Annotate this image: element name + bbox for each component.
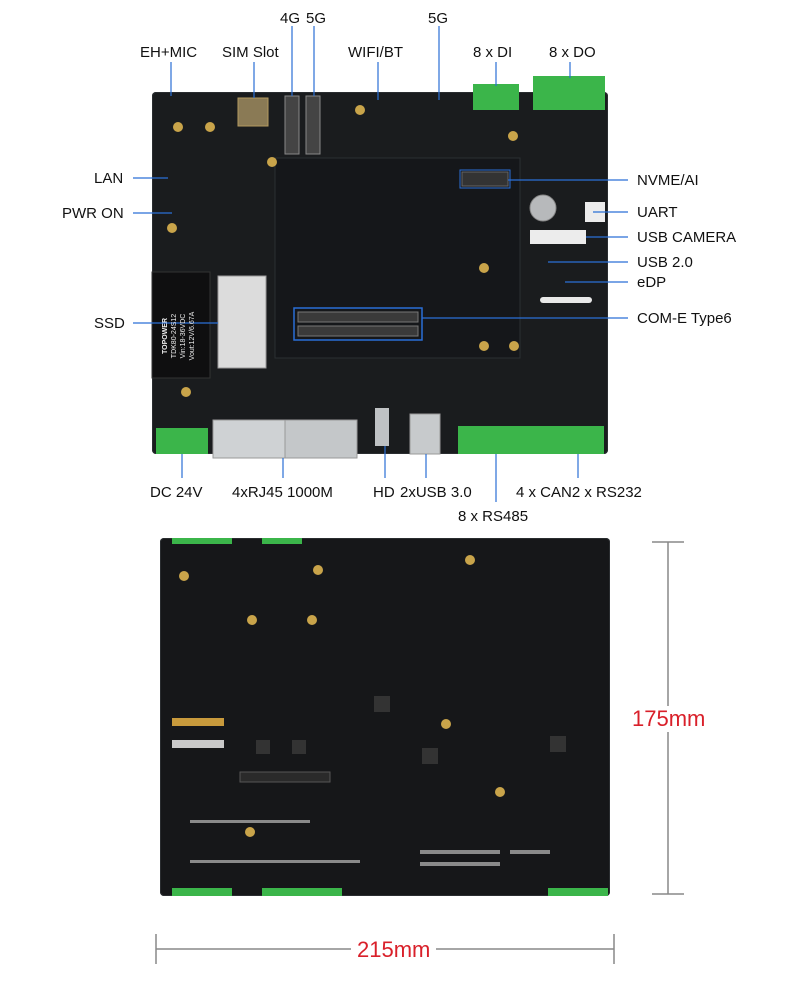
label-usb30: 2xUSB 3.0 — [400, 484, 472, 501]
mount-hole — [167, 223, 177, 233]
slot-5g — [305, 95, 321, 155]
power-module — [151, 271, 211, 379]
mount-hole — [179, 571, 189, 581]
mount-hole — [508, 131, 518, 141]
usb-camera-connector — [530, 230, 586, 244]
bottom-chip — [422, 748, 438, 764]
hd-port — [375, 408, 389, 446]
label-can-rs232: 4 x CAN2 x RS232 — [516, 484, 642, 501]
bottom-chip — [256, 740, 270, 754]
mount-hole — [267, 157, 277, 167]
label-sim-slot: SIM Slot — [222, 44, 279, 61]
label-wifi-bt: WIFI/BT — [348, 44, 403, 61]
mount-hole — [355, 105, 365, 115]
label-edp: eDP — [637, 274, 667, 291]
comE-connector-1 — [297, 311, 419, 323]
label-8-di: 8 x DI — [473, 44, 513, 61]
mount-hole — [479, 341, 489, 351]
bottom-chip — [374, 696, 390, 712]
nvme-highlight — [459, 169, 511, 189]
mount-hole — [465, 555, 475, 565]
smd-row — [190, 820, 550, 866]
mount-hole — [181, 387, 191, 397]
bottom-green-top — [262, 538, 302, 544]
label-usb-camera: USB CAMERA — [637, 229, 737, 246]
rj45-port-2 — [284, 419, 358, 459]
bottom-green-edge — [172, 888, 232, 896]
label-5g-top: 5G — [306, 10, 327, 27]
label-usb20: USB 2.0 — [637, 254, 693, 271]
dc24v-connector — [156, 428, 208, 454]
sim-slot-shape — [237, 97, 269, 127]
comE-highlight — [293, 307, 423, 341]
label-hd: HD — [373, 484, 395, 501]
comE-area — [274, 157, 521, 359]
ssd-card — [217, 275, 267, 369]
mount-hole — [479, 263, 489, 273]
bottom-header — [239, 771, 331, 783]
bottom-green-top — [172, 538, 232, 544]
label-uart: UART — [637, 204, 678, 221]
label-4g: 4G — [280, 10, 301, 27]
bottom-chip — [550, 736, 566, 752]
mount-hole — [173, 122, 183, 132]
label-5g-right: 5G — [428, 10, 449, 27]
nvme-slot — [461, 171, 509, 187]
mount-hole — [509, 341, 519, 351]
mount-hole — [441, 719, 451, 729]
label-rj45: 4xRJ45 1000M — [232, 484, 333, 501]
can-rs232-connector — [530, 426, 604, 454]
label-eh-mic: EH+MIC — [140, 44, 198, 61]
edp-connector — [540, 297, 592, 303]
mount-hole — [245, 827, 255, 837]
bottom-connector-gold — [172, 718, 224, 726]
bottom-connector-silver — [172, 740, 224, 748]
label-nvme-ai: NVME/AI — [637, 172, 699, 189]
dimension-height: 175mm — [630, 706, 708, 732]
bottom-chip — [292, 740, 306, 754]
label-dc24v: DC 24V — [150, 484, 203, 501]
mount-hole — [495, 787, 505, 797]
dimension-lines — [155, 541, 684, 964]
label-rs485: 8 x RS485 — [458, 508, 529, 525]
bottom-green-edge — [548, 888, 608, 896]
rs485-connector — [458, 426, 530, 454]
usb30-port — [409, 413, 441, 455]
bottom-green-edge — [262, 888, 342, 896]
dimension-width: 215mm — [351, 937, 437, 963]
coin-battery — [529, 194, 557, 222]
do-connector — [533, 76, 605, 110]
label-pwr-on: PWR ON — [62, 205, 124, 222]
label-com-e: COM-E Type6 — [637, 310, 732, 327]
rj45-port-1 — [212, 419, 286, 459]
mount-hole — [247, 615, 257, 625]
label-8-do: 8 x DO — [549, 44, 596, 61]
mount-hole — [307, 615, 317, 625]
board-bottom-view — [160, 538, 610, 896]
mount-hole — [205, 122, 215, 132]
callout-lines — [133, 26, 628, 502]
label-lan: LAN — [94, 170, 124, 187]
di-connector — [473, 84, 519, 110]
comE-connector-2 — [297, 325, 419, 337]
mount-hole — [313, 565, 323, 575]
label-ssd: SSD — [94, 315, 125, 332]
